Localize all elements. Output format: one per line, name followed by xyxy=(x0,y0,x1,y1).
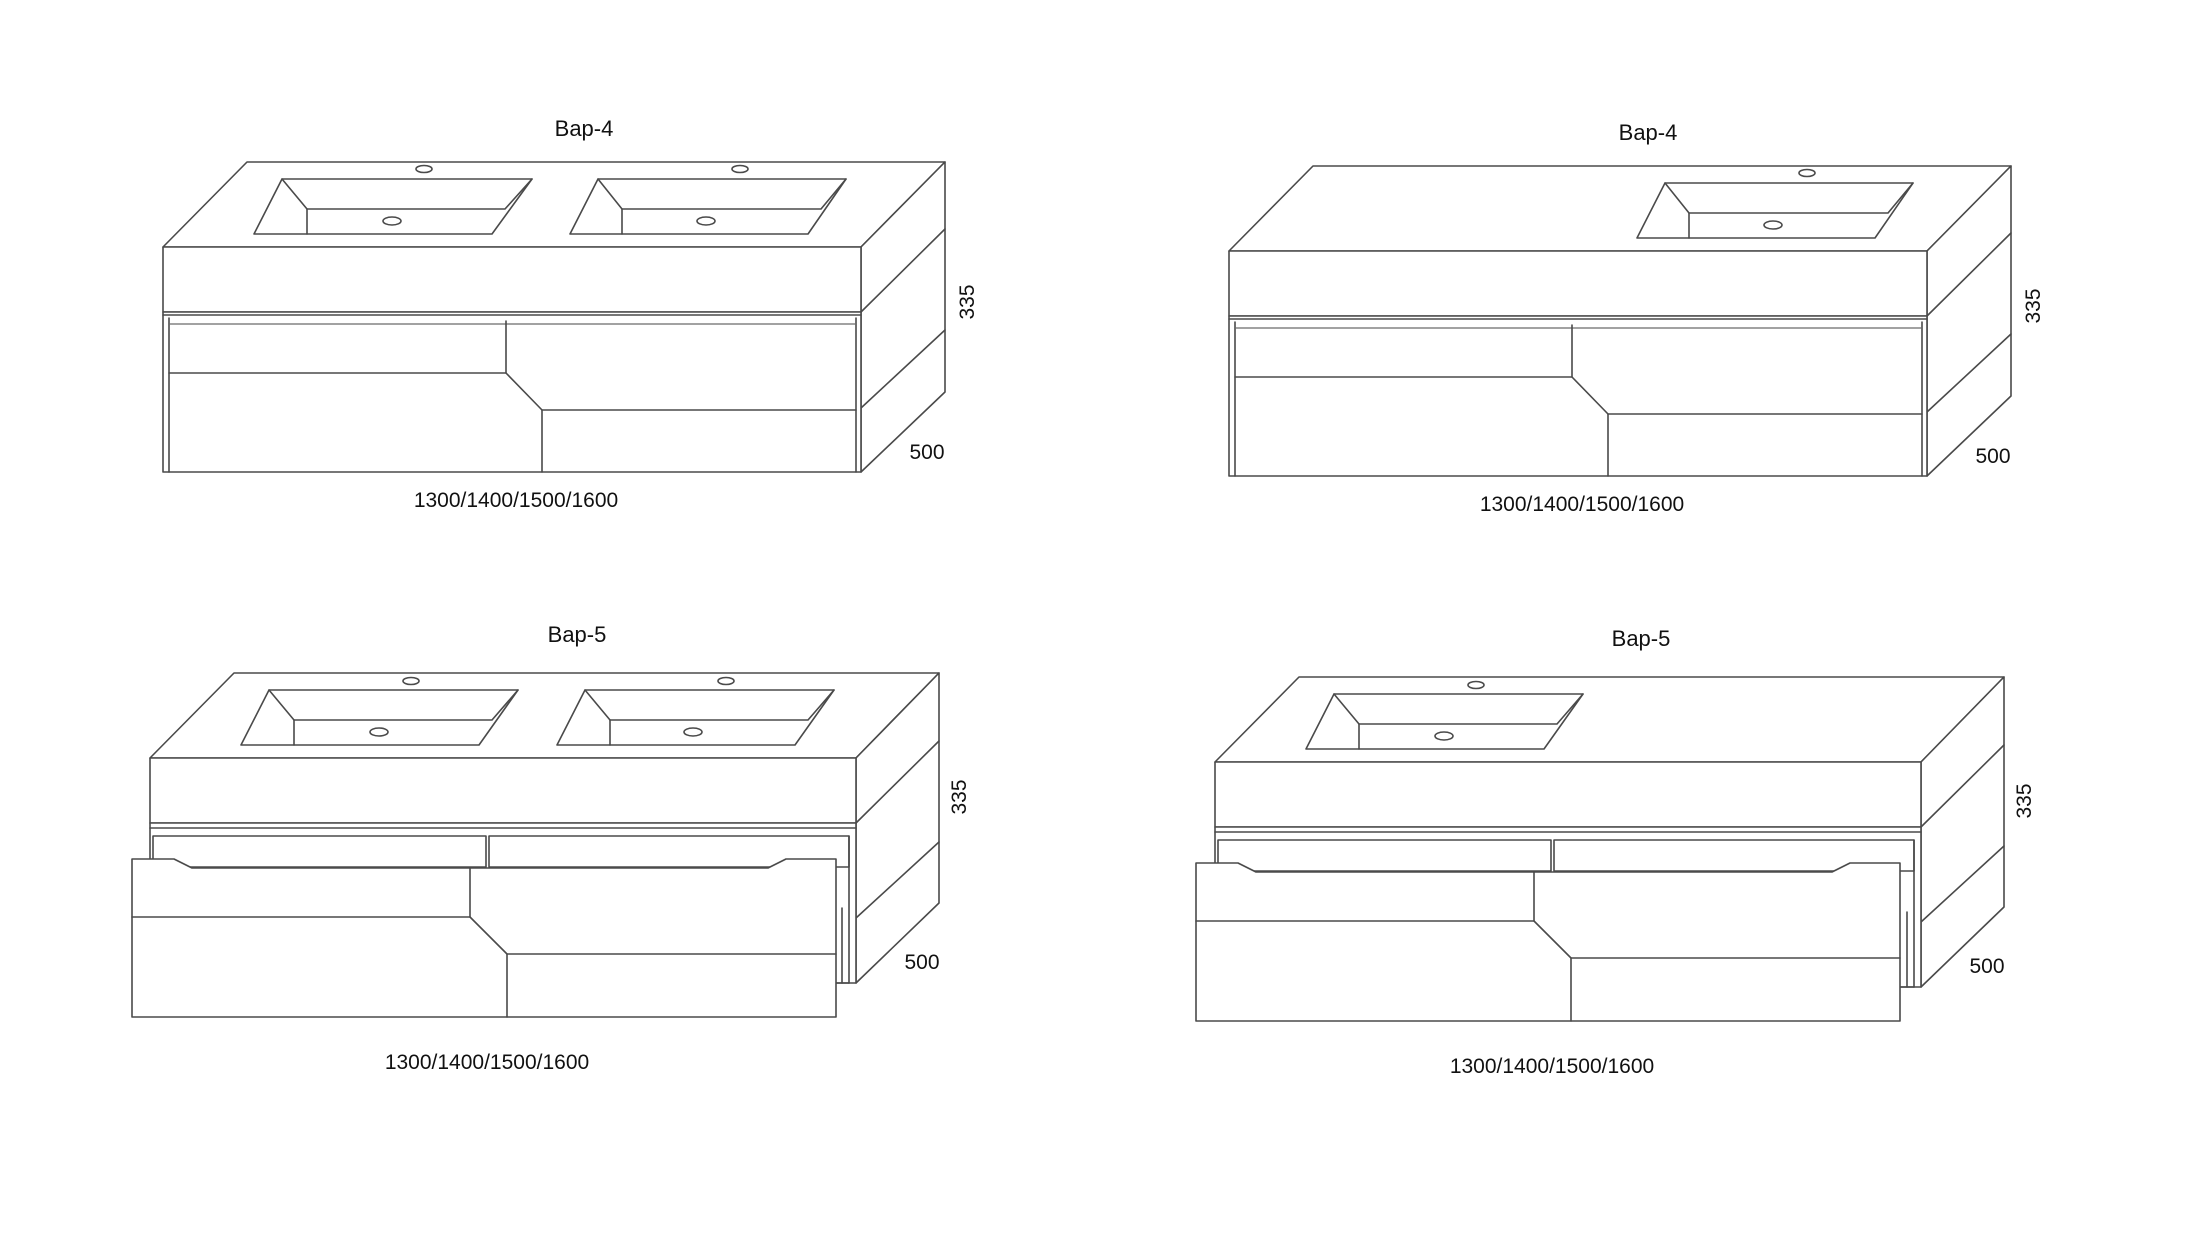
drawing-bap4-single-sink: Bap-4 335 500 1300/1400/1500/1600 xyxy=(1228,120,2045,516)
tap-hole xyxy=(1798,168,1816,178)
model-title: Bap-5 xyxy=(548,622,607,647)
drain xyxy=(1434,731,1454,741)
drawing-bap4-double-sink: Bap-4 xyxy=(162,116,979,512)
drain xyxy=(382,216,402,226)
tap-hole xyxy=(1467,680,1485,690)
inner-drawer-front xyxy=(152,835,487,868)
side-seam xyxy=(855,740,940,824)
sink-basin xyxy=(253,164,533,235)
sink-basin xyxy=(240,676,519,746)
sink-basin xyxy=(1636,168,1914,239)
depth-dimension: 500 xyxy=(1969,955,2004,978)
depth-dimension: 500 xyxy=(904,951,939,974)
drain xyxy=(683,727,703,737)
height-dimension: 335 xyxy=(2013,783,2036,818)
sink-basin xyxy=(556,676,835,746)
width-dimension: 1300/1400/1500/1600 xyxy=(1450,1055,1654,1078)
height-dimension: 335 xyxy=(2022,288,2045,323)
side-seam xyxy=(855,841,940,919)
tap-hole xyxy=(731,164,749,174)
width-dimension: 1300/1400/1500/1600 xyxy=(1480,493,1684,516)
side-seam xyxy=(860,329,946,409)
drawing-bap5-double-sink: Bap-5 xyxy=(131,622,971,1074)
cabinet-front xyxy=(1228,315,1928,477)
sink-basin xyxy=(1305,680,1584,750)
countertop-front xyxy=(1228,250,1928,317)
side-seam xyxy=(1920,845,2005,923)
countertop-top-face xyxy=(1228,165,2012,252)
drain xyxy=(369,727,389,737)
side-seam xyxy=(1920,744,2005,828)
drawing-bap5-single-sink: Bap-5 335 500 1300/1400/1500/1600 xyxy=(1195,626,2036,1078)
tap-hole xyxy=(402,676,420,686)
drain xyxy=(696,216,716,226)
width-dimension: 1300/1400/1500/1600 xyxy=(385,1051,589,1074)
countertop-front xyxy=(149,757,857,824)
side-seam xyxy=(860,228,946,313)
model-title: Bap-4 xyxy=(555,116,614,141)
open-drawer xyxy=(131,858,837,1018)
inner-drawer-front xyxy=(1217,839,1552,872)
depth-dimension: 500 xyxy=(909,441,944,464)
model-title: Bap-4 xyxy=(1619,120,1678,145)
cabinet-front xyxy=(162,311,862,473)
countertop-front xyxy=(1214,761,1922,828)
width-dimension: 1300/1400/1500/1600 xyxy=(414,489,618,512)
drain xyxy=(1763,220,1783,230)
sink-basin xyxy=(569,164,847,235)
countertop-front xyxy=(162,246,862,313)
tap-hole xyxy=(415,164,433,174)
height-dimension: 335 xyxy=(948,779,971,814)
side-seam xyxy=(1926,232,2012,317)
tap-hole xyxy=(717,676,735,686)
height-dimension: 335 xyxy=(956,284,979,319)
depth-dimension: 500 xyxy=(1975,445,2010,468)
side-seam xyxy=(1926,333,2012,413)
model-title: Bap-5 xyxy=(1612,626,1671,651)
open-drawer xyxy=(1195,862,1901,1022)
